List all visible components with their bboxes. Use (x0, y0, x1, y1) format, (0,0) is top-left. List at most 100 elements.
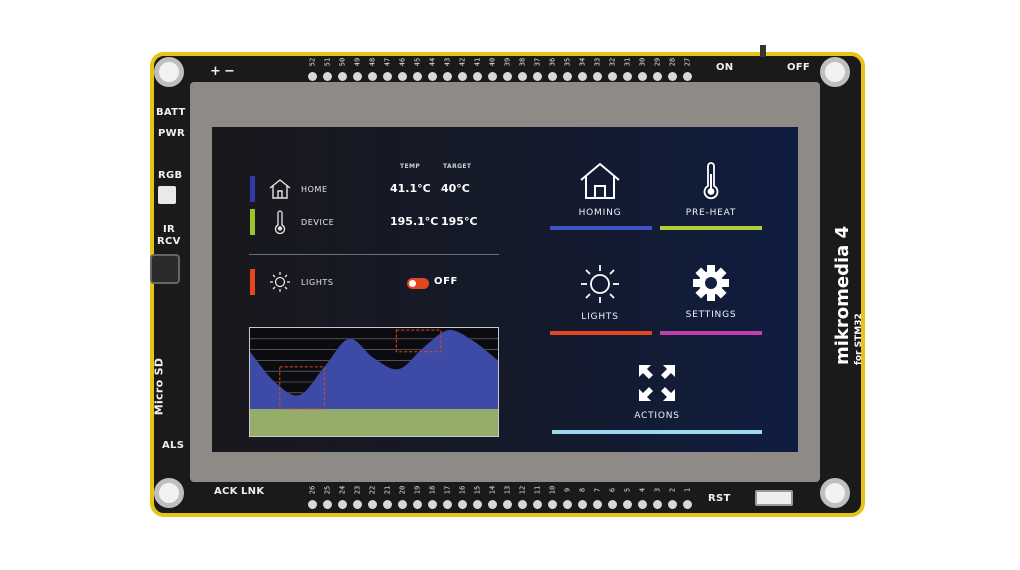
power-switch[interactable] (760, 45, 766, 57)
top-header-pin-number: 49 (353, 57, 362, 67)
bottom-header-pin-number: 19 (413, 485, 422, 495)
bottom-header-pin (653, 500, 662, 509)
bottom-header-pin-number: 4 (638, 487, 647, 493)
tile-lights-label: LIGHTS (581, 312, 619, 322)
top-header-pin (413, 72, 422, 81)
gear-icon (693, 265, 729, 301)
top-header-pin (323, 72, 332, 81)
top-header-pin-number: 47 (383, 57, 392, 67)
top-header-pin-number: 45 (413, 57, 422, 67)
top-header-pin-number: 48 (368, 57, 377, 67)
lights-toggle[interactable] (407, 278, 429, 289)
bottom-header-pin-number: 23 (353, 485, 362, 495)
mount-hole-top-left (154, 57, 184, 87)
top-header-pin (353, 72, 362, 81)
top-header-pin (548, 72, 557, 81)
tile-pre-heat[interactable]: PRE-HEAT (660, 162, 762, 218)
lcd-screen: TEMP TARGET HOME 41.1°C 40°C DEVICE 195.… (212, 127, 798, 452)
bottom-header-pin (413, 500, 422, 509)
bottom-header-pin (503, 500, 512, 509)
toggle-knob (409, 280, 416, 287)
tile-lights[interactable]: LIGHTS (549, 264, 651, 322)
top-header-pin-number: 44 (428, 57, 437, 67)
top-header-pin (383, 72, 392, 81)
ir-receiver (150, 254, 180, 284)
tile-actions-label: ACTIONS (634, 411, 680, 421)
rgb-led (158, 186, 176, 204)
top-header-pin (488, 72, 497, 81)
bottom-header-pin-number: 20 (398, 485, 407, 495)
switch-on-label: ON (716, 62, 734, 73)
rst-label: RST (708, 493, 731, 504)
top-header-pin-number: 42 (458, 57, 467, 67)
bottom-header-pin (398, 500, 407, 509)
temperature-chart (249, 327, 499, 437)
bottom-header-pin (638, 500, 647, 509)
tile-actions[interactable]: ACTIONS (606, 363, 708, 421)
top-header-pin-number: 37 (533, 57, 542, 67)
top-header-pin (578, 72, 587, 81)
bottom-header-pin (578, 500, 587, 509)
bottom-header-pin (518, 500, 527, 509)
top-header-pin (623, 72, 632, 81)
top-header-pins (308, 72, 692, 81)
bottom-header-pin-number: 22 (368, 485, 377, 495)
top-header-pin (338, 72, 347, 81)
temp-header: TEMP (400, 163, 421, 170)
top-header-pin (638, 72, 647, 81)
bottom-header-pin-number: 12 (518, 485, 527, 495)
batt-label: BATT (156, 107, 186, 118)
top-header-pin (608, 72, 617, 81)
mount-hole-bottom-left (154, 478, 184, 508)
brand-name: mikromedia 4 (832, 225, 853, 365)
bottom-header-pin (473, 500, 482, 509)
ir-label: IR (163, 224, 176, 235)
bottom-header-pin-number: 10 (548, 485, 557, 495)
top-header-pin-number: 39 (503, 57, 512, 67)
top-header-pin (533, 72, 542, 81)
tile-homing[interactable]: HOMING (549, 162, 651, 218)
home-icon (580, 162, 620, 199)
microsd-label: Micro SD (152, 357, 166, 416)
top-header-pin (458, 72, 467, 81)
lnk-label: LNK (241, 486, 265, 497)
bottom-header-pin (563, 500, 572, 509)
device-target-value: 195°C (441, 215, 478, 228)
chart-area-series-1 (250, 409, 498, 436)
top-header-pin-number: 33 (593, 57, 602, 67)
top-header-pin (518, 72, 527, 81)
home-color-bar (250, 176, 255, 202)
status-row-lights[interactable]: LIGHTS (250, 269, 334, 295)
home-target-value: 40°C (441, 182, 470, 195)
tile-settings-bar (660, 331, 762, 335)
top-header-pin-number: 40 (488, 57, 497, 67)
bottom-header-pin (353, 500, 362, 509)
reset-button[interactable] (755, 490, 793, 506)
bottom-header-pin-number: 25 (323, 485, 332, 495)
device-temp-value: 195.1°C (390, 215, 439, 228)
bottom-header-pin (368, 500, 377, 509)
lights-color-bar (250, 269, 255, 295)
bottom-header-pin-number: 14 (488, 485, 497, 495)
top-header-pin (503, 72, 512, 81)
bottom-header-pin-number: 18 (428, 485, 437, 495)
bottom-header-pin (323, 500, 332, 509)
status-row-home[interactable]: HOME (250, 176, 328, 202)
top-header-pin-number: 51 (323, 57, 332, 67)
rgb-label: RGB (158, 170, 183, 181)
thermometer-icon (703, 162, 719, 200)
bottom-header-pin (428, 500, 437, 509)
status-panel: TEMP TARGET HOME 41.1°C 40°C DEVICE 195.… (212, 127, 512, 452)
home-label: HOME (301, 184, 328, 194)
tile-settings-label: SETTINGS (685, 310, 737, 320)
bottom-header-pin (458, 500, 467, 509)
top-header-pin-number: 36 (548, 57, 557, 67)
bottom-header-pin-number: 7 (593, 487, 602, 493)
bottom-header-pin-number: 8 (578, 487, 587, 493)
top-header-pin-number: 34 (578, 57, 587, 67)
status-row-device[interactable]: DEVICE (250, 209, 334, 235)
bottom-header-pin (623, 500, 632, 509)
tile-settings[interactable]: SETTINGS (660, 264, 762, 320)
tile-pre-heat-label: PRE-HEAT (685, 208, 737, 218)
